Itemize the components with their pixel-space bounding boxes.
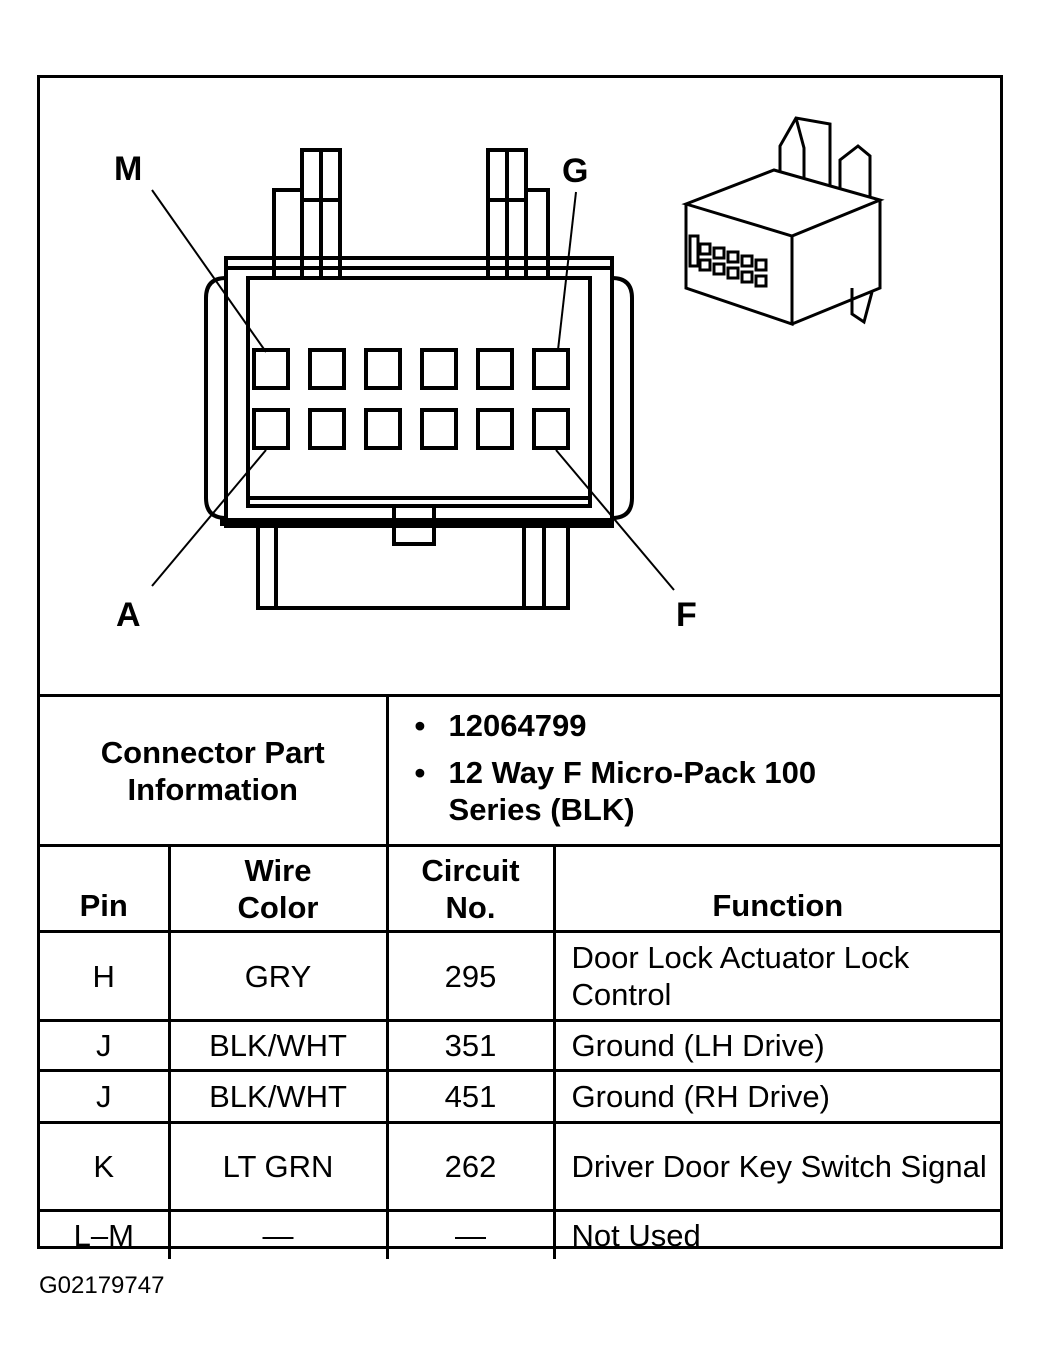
figure-id: G02179747 xyxy=(39,1272,165,1299)
row-circuit: — xyxy=(385,1209,556,1259)
table-row: L–M — — Not Used xyxy=(40,1209,1001,1259)
table-header-row: Pin Wire Color Circuit No. Function xyxy=(40,844,1001,933)
row-wire-color: BLK/WHT xyxy=(167,1019,389,1072)
table-row: H GRY 295 Door Lock Actuator Lock Contro… xyxy=(40,930,1001,1022)
table-row: J BLK/WHT 451 Ground (RH Drive) xyxy=(40,1069,1001,1124)
header-circuit: Circuit No. xyxy=(385,844,556,933)
connector-info-values: 12064799 12 Way F Micro-Pack 100 Series … xyxy=(385,694,1001,847)
pin-label-f: F xyxy=(676,596,697,634)
row-function: Driver Door Key Switch Signal xyxy=(552,1121,1001,1212)
row-pin: L–M xyxy=(40,1209,171,1259)
connector-diagram: M G A F xyxy=(114,116,885,634)
row-wire-color: BLK/WHT xyxy=(167,1069,389,1124)
terminal-cavities xyxy=(252,348,570,450)
header-pin: Pin xyxy=(40,844,171,933)
pin-label-a: A xyxy=(116,596,141,634)
row-pin: H xyxy=(40,930,171,1022)
connector-body xyxy=(204,256,634,546)
row-wire-color: GRY xyxy=(167,930,389,1022)
row-circuit: 451 xyxy=(385,1069,556,1124)
pin-table: Connector Part Information 12064799 12 W… xyxy=(40,694,1001,1259)
row-pin: K xyxy=(40,1121,171,1212)
table-row: J BLK/WHT 351 Ground (LH Drive) xyxy=(40,1019,1001,1072)
header-wire-color: Wire Color xyxy=(167,844,389,933)
header-function: Function xyxy=(552,844,1001,933)
connector-part-number: 12064799 xyxy=(415,707,1001,744)
row-circuit: 351 xyxy=(385,1019,556,1072)
pin-label-m: M xyxy=(114,150,142,188)
row-wire-color: — xyxy=(167,1209,389,1259)
row-function: Not Used xyxy=(552,1209,1001,1259)
row-circuit: 295 xyxy=(385,930,556,1022)
row-circuit: 262 xyxy=(385,1121,556,1212)
row-pin: J xyxy=(40,1069,171,1124)
connector-description: 12 Way F Micro-Pack 100 Series (BLK) xyxy=(415,754,829,828)
pin-label-g: G xyxy=(562,152,588,190)
table-row: K LT GRN 262 Driver Door Key Switch Sign… xyxy=(40,1121,1001,1212)
row-function: Ground (LH Drive) xyxy=(552,1019,1001,1072)
pin-leader-lines xyxy=(151,189,675,591)
row-function: Door Lock Actuator Lock Control xyxy=(552,930,1001,1022)
connector-iso-view xyxy=(681,116,885,327)
connector-legs xyxy=(256,524,570,610)
connector-info-label: Connector Part Information xyxy=(40,694,389,847)
connector-info-row: Connector Part Information 12064799 12 W… xyxy=(40,694,1001,847)
row-function: Ground (RH Drive) xyxy=(552,1069,1001,1124)
row-wire-color: LT GRN xyxy=(167,1121,389,1212)
row-pin: J xyxy=(40,1019,171,1072)
connector-sheet: M G A F Connector Part Information 12064… xyxy=(37,75,1003,1259)
